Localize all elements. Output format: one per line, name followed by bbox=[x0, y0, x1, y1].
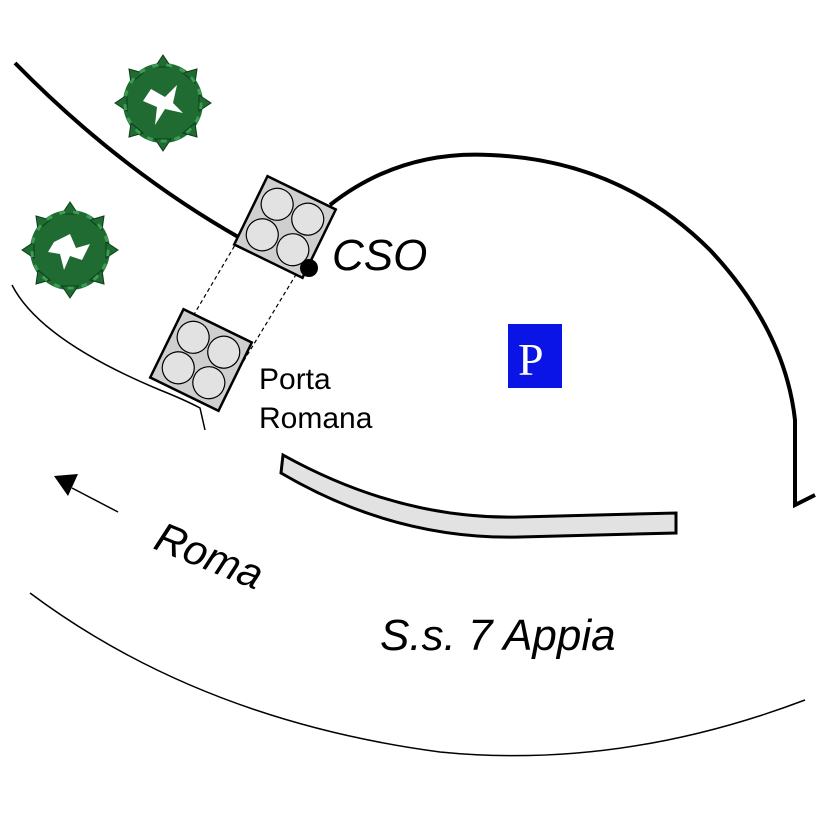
road-edge-upper bbox=[11, 284, 206, 431]
tower-icon bbox=[148, 307, 254, 413]
parking-label: P bbox=[518, 334, 544, 385]
roma-label: Roma bbox=[149, 513, 270, 599]
road-label: S.s. 7 Appia bbox=[380, 611, 616, 660]
cso-label: CSO bbox=[332, 231, 427, 280]
tower-icon bbox=[232, 174, 338, 280]
parking-enclosure bbox=[328, 152, 816, 509]
porta-label-line2: Romana bbox=[259, 402, 373, 435]
point-marker-icon bbox=[300, 259, 318, 277]
tree-icon bbox=[21, 201, 119, 299]
road-edge-lower bbox=[29, 592, 806, 757]
arrow-left-icon bbox=[54, 474, 119, 513]
tree-icon bbox=[114, 54, 212, 152]
parking-sign-icon: P bbox=[508, 324, 562, 388]
porta-label-line1: Porta bbox=[259, 363, 331, 396]
city-wall-line bbox=[13, 61, 303, 270]
curved-wall bbox=[279, 452, 678, 539]
